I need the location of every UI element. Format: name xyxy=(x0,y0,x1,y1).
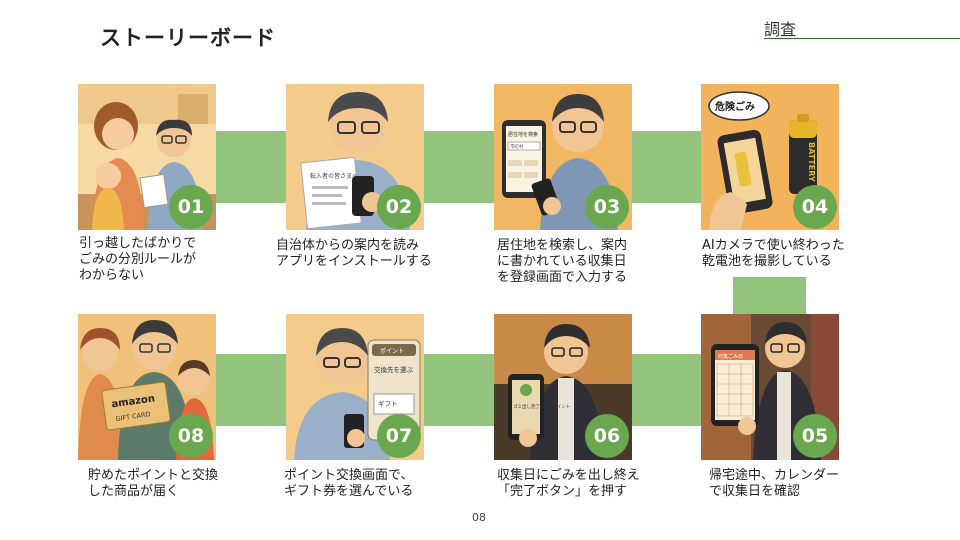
caption-line: に書かれている収集日 xyxy=(497,254,627,269)
step-badge-06: 06 xyxy=(585,414,629,458)
step-badge-05: 05 xyxy=(793,414,837,458)
man-pressing-complete-illustration: ゴミ出し完了 +10 ポイント xyxy=(494,314,632,460)
step-badge-03: 03 xyxy=(585,185,629,229)
caption-line: 貯めたポイントと交換 xyxy=(88,468,219,483)
storyboard-card-06: ゴミ出し完了 +10 ポイント xyxy=(494,314,632,460)
caption-step-02: 自治体からの案内を読み アプリをインストールする xyxy=(276,238,432,270)
man-reading-flyer-illustration: 転入者の皆さまへ xyxy=(286,84,424,230)
gift-button-text: ギフト xyxy=(378,400,398,408)
step-badge-04: 04 xyxy=(793,185,837,229)
caption-line: わからない xyxy=(79,268,145,283)
caption-line: 引っ越したばかりで xyxy=(79,236,197,251)
storyboard-card-02: 転入者の皆さまへ xyxy=(286,84,424,230)
caption-line: した商品が届く xyxy=(88,484,180,499)
caption-line: ごみの分別ルールが xyxy=(79,252,197,267)
caption-line: 乾電池を撮影している xyxy=(702,254,832,269)
caption-line: 居住地を検索し、案内 xyxy=(497,238,628,253)
storyboard-card-03: 居住地を検索 市町村 xyxy=(494,84,632,230)
caption-step-03: 居住地を検索し、案内 に書かれている収集日 を登録画面で入力する xyxy=(497,238,627,286)
section-underline xyxy=(764,38,960,39)
calendar-title-text: 収集ごみ日 xyxy=(718,353,743,360)
page-number: 08 xyxy=(472,511,486,524)
connector-vertical xyxy=(733,277,806,315)
connector-row1 xyxy=(210,131,710,203)
step-badge-07: 07 xyxy=(377,414,421,458)
caption-line: ギフト券を選んでいる xyxy=(284,484,414,499)
caption-step-04: AIカメラで使い終わった 乾電池を撮影している xyxy=(702,238,845,270)
danger-bubble-text: 危険ごみ xyxy=(715,100,755,113)
caption-step-07: ポイント交換画面で、 ギフト券を選んでいる xyxy=(284,468,413,500)
caption-line: 収集日にごみを出し終え xyxy=(497,468,640,483)
caption-line: 「完了ボタン」を押す xyxy=(497,484,628,499)
caption-line: アプリをインストールする xyxy=(276,254,432,269)
search-screen-title-text: 居住地を検索 xyxy=(508,131,538,138)
connector-row2 xyxy=(210,354,710,426)
flyer-title-text: 転入者の皆さまへ xyxy=(310,172,358,180)
step-badge-02: 02 xyxy=(377,185,421,229)
complete-text: ゴミ出し完了 +10 ポイント xyxy=(513,403,570,410)
search-box-text: 市町村 xyxy=(510,143,524,150)
step-badge-01: 01 xyxy=(169,185,213,229)
caption-step-01: 引っ越したばかりで ごみの分別ルールが わからない xyxy=(79,236,196,284)
battery-label-text: BATTERY xyxy=(807,142,816,182)
caption-step-06: 収集日にごみを出し終え 「完了ボタン」を押す xyxy=(497,468,640,500)
man-choosing-gift-illustration: ポイント 交換先を選ぶ ギフト xyxy=(286,314,424,460)
points-tag-text: ポイント xyxy=(380,347,404,355)
caption-line: ポイント交換画面で、 xyxy=(284,468,414,483)
caption-line: を登録画面で入力する xyxy=(497,270,628,285)
caption-step-05: 帰宅途中、カレンダー で収集日を確認 xyxy=(709,468,839,500)
gift-select-text: 交換先を選ぶ xyxy=(374,365,414,374)
caption-line: 自治体からの案内を読み xyxy=(276,238,420,253)
page-title: ストーリーボード xyxy=(100,26,276,50)
man-using-phone-illustration: 居住地を検索 市町村 xyxy=(494,84,632,230)
caption-line: AIカメラで使い終わった xyxy=(702,238,845,253)
section-label: 調査 xyxy=(764,20,797,39)
caption-line: 帰宅途中、カレンダー xyxy=(709,468,840,483)
step-badge-08: 08 xyxy=(169,414,213,458)
caption-step-08: 貯めたポイントと交換 した商品が届く xyxy=(88,468,218,500)
caption-line: で収集日を確認 xyxy=(709,484,801,499)
storyboard-card-07: ポイント 交換先を選ぶ ギフト xyxy=(286,314,424,460)
